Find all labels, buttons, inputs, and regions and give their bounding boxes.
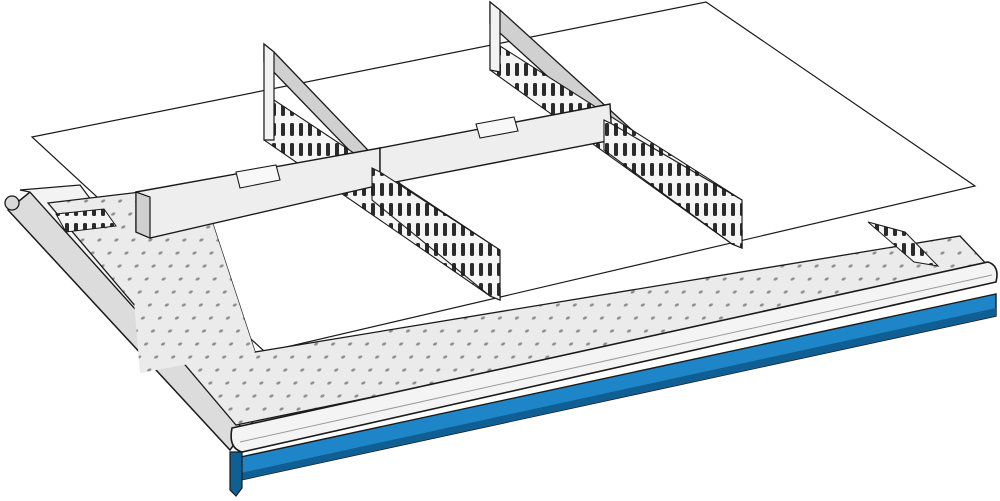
drawer-label-strip-shade	[236, 308, 996, 481]
slotted-divider-right-front	[603, 119, 743, 249]
slotted-divider-left-front	[371, 167, 501, 301]
divider-label-tab-left	[235, 164, 281, 189]
drawer-label-strip-end	[229, 451, 243, 497]
cross-divider-front	[135, 147, 381, 239]
slotted-insert-left	[55, 208, 117, 233]
rail-knob-icon	[4, 195, 20, 211]
slotted-insert-right	[867, 221, 940, 267]
drawer-handle-rail	[230, 261, 998, 453]
divider-label-tab-right	[475, 116, 519, 139]
